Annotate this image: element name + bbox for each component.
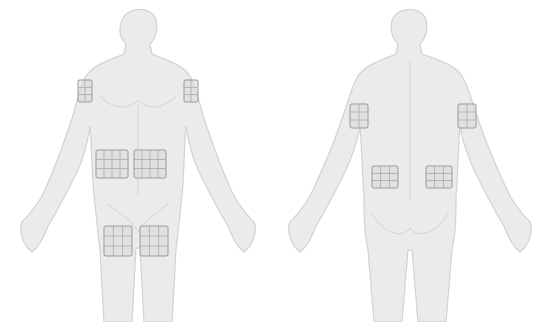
front-abdomen-left-grid — [96, 150, 128, 178]
front-abdomen-right-grid — [134, 150, 166, 178]
grid-background — [140, 226, 168, 256]
back-body — [289, 10, 532, 322]
back-lower-back-right-grid — [426, 166, 452, 188]
back-left-upper-arm-grid — [350, 104, 368, 128]
front-left-upper-arm-grid — [78, 80, 92, 102]
front-thigh-left-grid — [104, 226, 132, 256]
grid-background — [104, 226, 132, 256]
back-right-upper-arm-grid — [458, 104, 476, 128]
back-lower-back-left-grid — [372, 166, 398, 188]
front-right-upper-arm-grid — [184, 80, 198, 102]
front-thigh-right-grid — [140, 226, 168, 256]
grid-background — [372, 166, 398, 188]
grid-background — [426, 166, 452, 188]
